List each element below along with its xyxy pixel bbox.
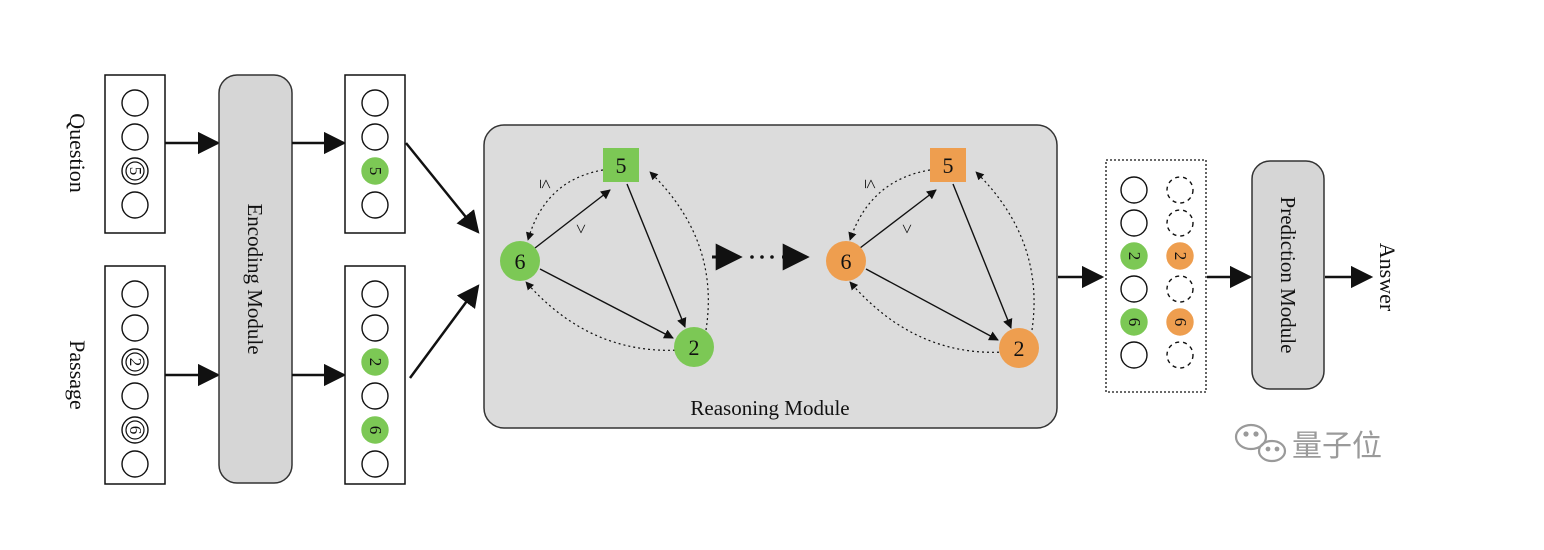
encoded-question-tokens: 5 xyxy=(361,89,389,219)
token-circle xyxy=(361,314,389,342)
dotted-edge-5-to-6-final xyxy=(848,169,931,241)
prediction-module xyxy=(1251,160,1325,390)
graph-initial: ≤ > 5 6 2 xyxy=(500,148,714,367)
dotted-edge-2-to-6 xyxy=(525,281,681,351)
edge-6-to-5 xyxy=(534,189,611,249)
token-value: 6 xyxy=(1125,318,1144,327)
token-circle xyxy=(1166,209,1194,237)
dotted-edge-2-to-5 xyxy=(649,171,709,331)
node-square-green xyxy=(603,148,639,182)
token-circle xyxy=(1120,341,1148,369)
reasoning-module xyxy=(483,124,1058,429)
token-circle xyxy=(361,123,389,151)
dotted-edge-2-to-6-final xyxy=(849,281,1005,353)
node-square-orange-label: 5 xyxy=(943,153,954,178)
relation-label-upper: ≤ xyxy=(536,179,556,189)
dotted-edge-2-to-5-final xyxy=(975,171,1035,331)
token-value: 5 xyxy=(126,167,145,176)
question-repr-to-reasoning-arrow xyxy=(405,142,480,234)
output-left-tokens: 26 xyxy=(1120,176,1148,369)
passage-repr-to-reasoning-arrow xyxy=(408,284,480,379)
node-bottom-orange-label: 2 xyxy=(1014,336,1025,361)
token-circle xyxy=(121,191,149,219)
node-left-orange xyxy=(826,241,866,281)
token-inner-ring xyxy=(125,352,145,372)
node-square-green-label: 5 xyxy=(616,153,627,178)
node-left-green xyxy=(500,241,540,281)
edge-6-to-2-final xyxy=(865,268,999,341)
node-bottom-green xyxy=(674,327,714,367)
watermark: 量子位 xyxy=(1234,423,1382,464)
token-circle xyxy=(1166,242,1194,270)
question-label: Question xyxy=(65,113,90,192)
encoding-module-label: Encoding Module xyxy=(243,203,267,354)
token-circle xyxy=(361,416,389,444)
reasoning-module-label: Reasoning Module xyxy=(690,396,849,420)
token-circle xyxy=(361,382,389,410)
token-value: 5 xyxy=(366,167,385,176)
passage-tokens: 26 xyxy=(121,280,149,478)
token-circle xyxy=(1120,209,1148,237)
token-value: 2 xyxy=(1171,252,1190,261)
answer-label: Answer xyxy=(1375,243,1400,312)
token-value: 2 xyxy=(1125,252,1144,261)
token-inner-ring xyxy=(125,420,145,440)
edge-6-to-2 xyxy=(539,268,674,339)
token-circle xyxy=(121,450,149,478)
node-left-green-label: 6 xyxy=(515,249,526,274)
output-right-tokens: 26 xyxy=(1166,176,1194,369)
token-circle xyxy=(121,89,149,117)
token-circle xyxy=(361,191,389,219)
token-value: 2 xyxy=(366,358,385,367)
token-circle xyxy=(1166,176,1194,204)
node-bottom-green-label: 2 xyxy=(689,335,700,360)
token-circle xyxy=(1166,341,1194,369)
encoding-module xyxy=(218,74,293,484)
token-value: 6 xyxy=(366,426,385,435)
token-circle xyxy=(1166,308,1194,336)
node-square-orange xyxy=(930,148,966,182)
token-circle xyxy=(1120,176,1148,204)
iteration-arrow xyxy=(712,243,810,271)
token-circle xyxy=(121,280,149,308)
relation-label-upper-final: ≤ xyxy=(861,179,881,189)
edge-6-to-5-final xyxy=(859,189,937,249)
relation-label-lower-final: > xyxy=(897,224,917,234)
token-circle xyxy=(361,348,389,376)
token-circle xyxy=(361,157,389,185)
edge-5-to-2-final xyxy=(952,183,1013,329)
graph-final: ≤ > 5 6 2 xyxy=(826,148,1039,368)
token-inner-ring xyxy=(125,161,145,181)
token-circle xyxy=(1120,242,1148,270)
token-circle xyxy=(361,89,389,117)
token-circle xyxy=(361,450,389,478)
token-value: 6 xyxy=(126,426,145,435)
wechat-icon xyxy=(1234,423,1287,463)
prediction-module-label: Prediction Module xyxy=(1276,197,1300,354)
token-circle xyxy=(121,382,149,410)
node-bottom-orange xyxy=(999,328,1039,368)
dotted-edge-5-to-6 xyxy=(526,169,604,241)
token-circle xyxy=(1120,275,1148,303)
encoded-passage-tokens: 26 xyxy=(361,280,389,478)
relation-label-lower: > xyxy=(571,224,591,234)
token-circle xyxy=(361,280,389,308)
question-tokens: 5 xyxy=(121,89,149,219)
passage-label: Passage xyxy=(65,340,90,410)
token-circle xyxy=(1120,308,1148,336)
token-circle xyxy=(1166,275,1194,303)
token-circle xyxy=(121,314,149,342)
watermark-text: 量子位 xyxy=(1292,429,1382,464)
token-value: 6 xyxy=(1171,318,1190,327)
token-circle xyxy=(121,123,149,151)
node-left-orange-label: 6 xyxy=(841,249,852,274)
edge-5-to-2 xyxy=(626,183,687,328)
token-value: 2 xyxy=(126,358,145,367)
